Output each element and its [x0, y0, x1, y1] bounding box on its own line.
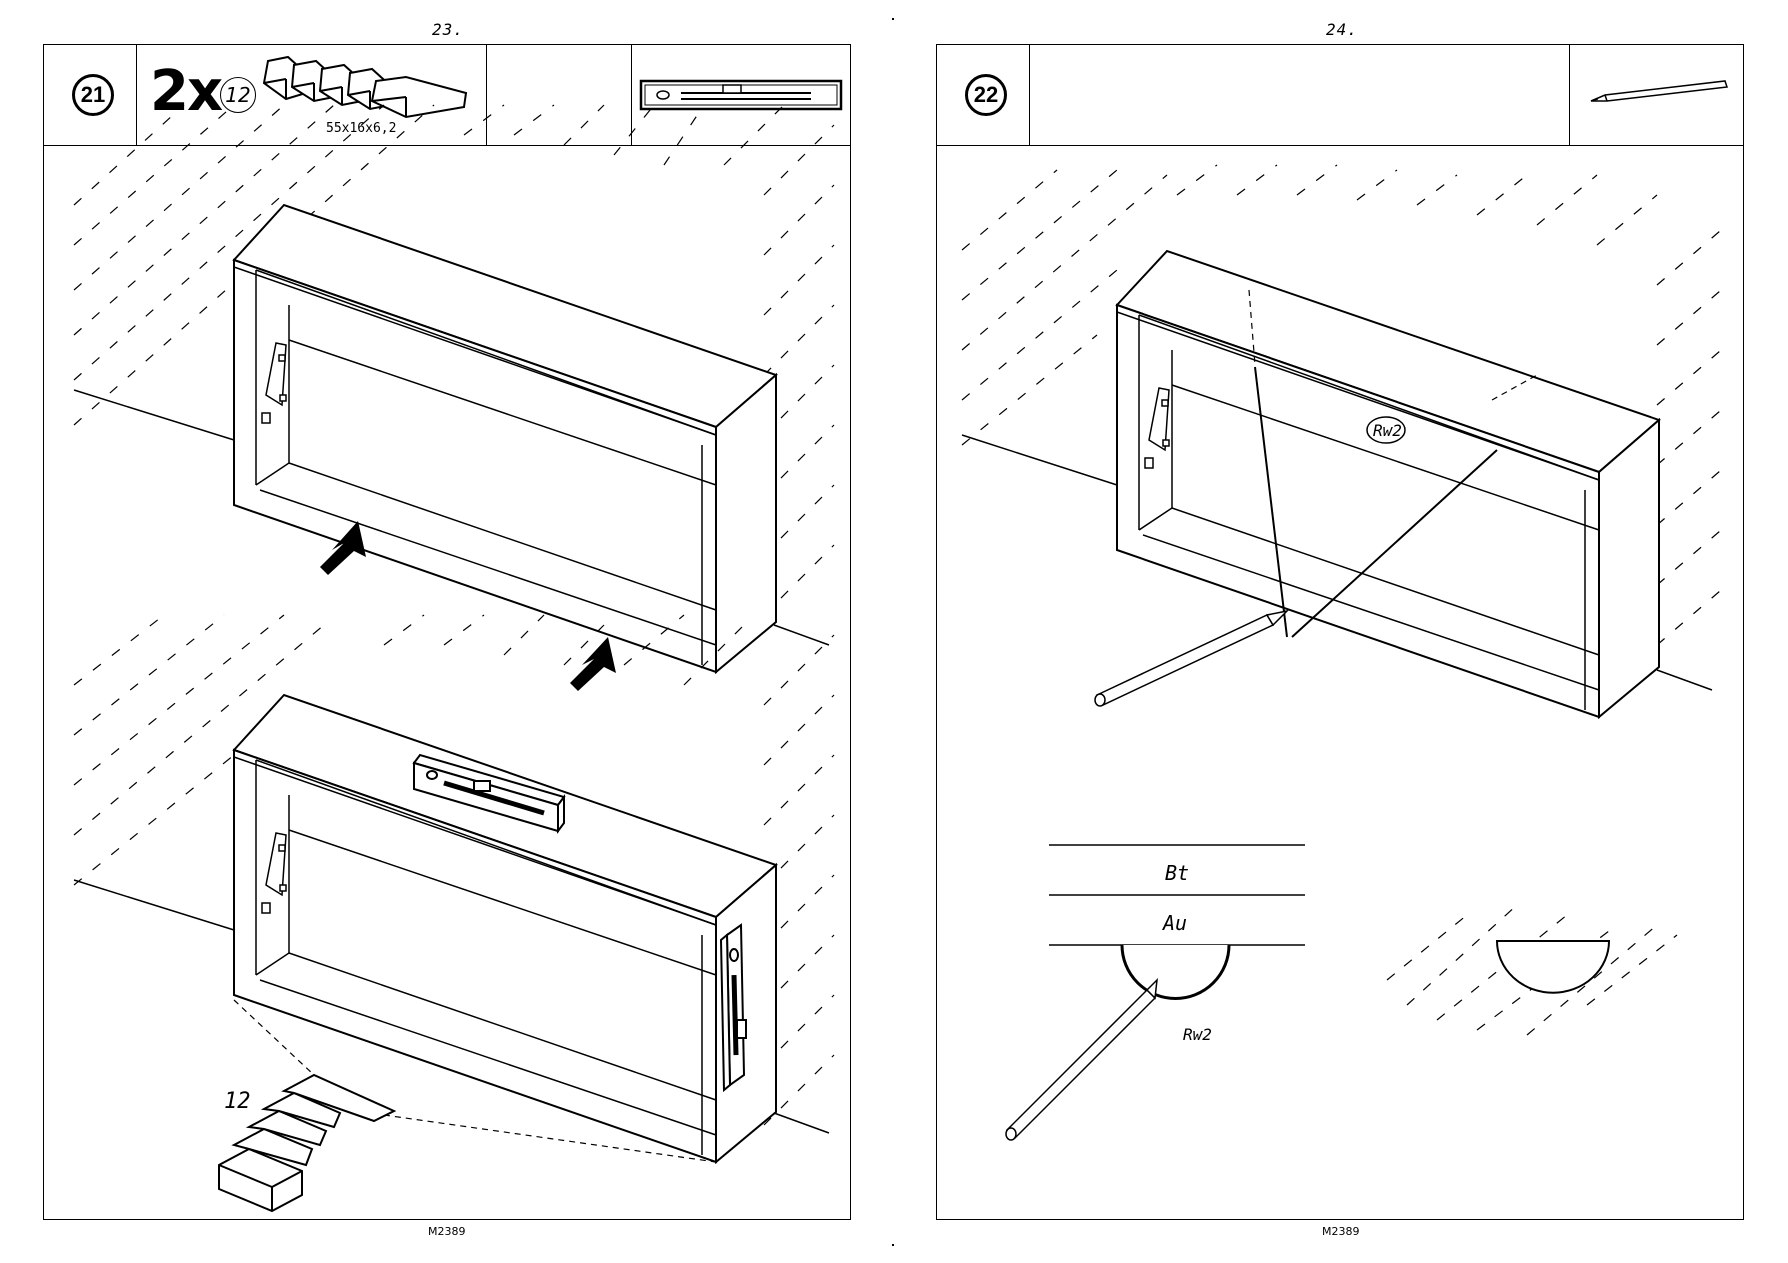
cabinet-push-illustration: [44, 45, 852, 1221]
center-mark-top: [892, 18, 894, 20]
page-number-left: 23.: [432, 20, 464, 39]
spirit-level-side: [721, 925, 746, 1090]
center-mark-bottom: [892, 1244, 894, 1246]
marker-label: Rw2: [1373, 421, 1402, 440]
doc-code-right: M2389: [1322, 1225, 1360, 1238]
layer-top-label: Bt: [1165, 861, 1189, 885]
pencil-drawing: [1095, 611, 1287, 706]
instruction-panel-left: 21 2x 12 55x: [43, 44, 851, 1220]
detail-marker-label: Rw2: [1183, 1025, 1212, 1044]
layer-bottom-label: Au: [1163, 911, 1187, 935]
pencil-detail: [1006, 980, 1157, 1140]
instruction-panel-right: 22: [936, 44, 1744, 1220]
page-number-right: 24.: [1326, 20, 1358, 39]
wedge-part-label: 12: [224, 1089, 251, 1114]
push-arrow-right: [570, 637, 616, 691]
semicircle-mark: [1122, 945, 1229, 999]
doc-code-left: M2389: [428, 1225, 466, 1238]
marking-illustration: [937, 45, 1745, 1221]
semicircle-result: [1497, 941, 1609, 993]
